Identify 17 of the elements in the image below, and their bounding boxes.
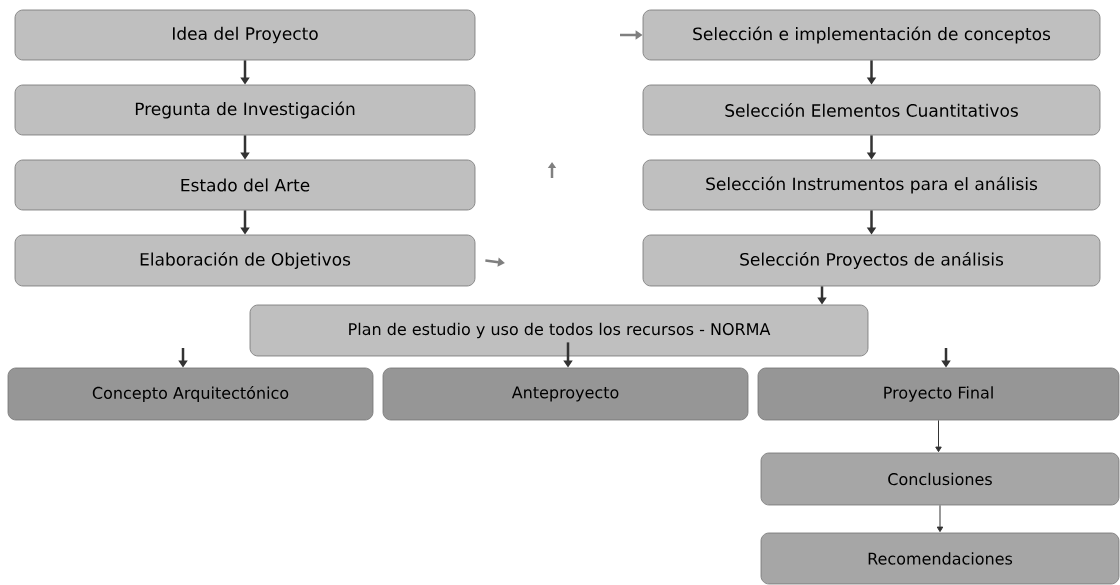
process-box: Selección e implementación de conceptos: [642, 9, 1101, 61]
process-box: Proyecto Final: [757, 367, 1120, 421]
process-box: Pregunta de Investigación: [14, 84, 476, 136]
process-box: Anteproyecto: [382, 367, 749, 421]
process-box: Conclusiones: [760, 452, 1120, 506]
arrow: [935, 419, 942, 453]
process-box: Plan de estudio y uso de todos los recursos - NORMA: [249, 304, 869, 357]
arrow: [485, 257, 505, 267]
process-box: Concepto Arquitectónico: [7, 367, 374, 421]
process-box: Recomendaciones: [760, 532, 1120, 585]
arrow: [936, 504, 944, 533]
process-box: Selección Instrumentos para el análisis: [642, 159, 1101, 211]
process-box: Idea del Proyecto: [14, 9, 476, 61]
process-box: Selección Proyectos de análisis: [642, 234, 1101, 287]
process-box: Elaboración de Objetivos: [14, 234, 476, 287]
process-box: Estado del Arte: [14, 159, 476, 211]
process-box: Selección Elementos Cuantitativos: [642, 84, 1101, 136]
